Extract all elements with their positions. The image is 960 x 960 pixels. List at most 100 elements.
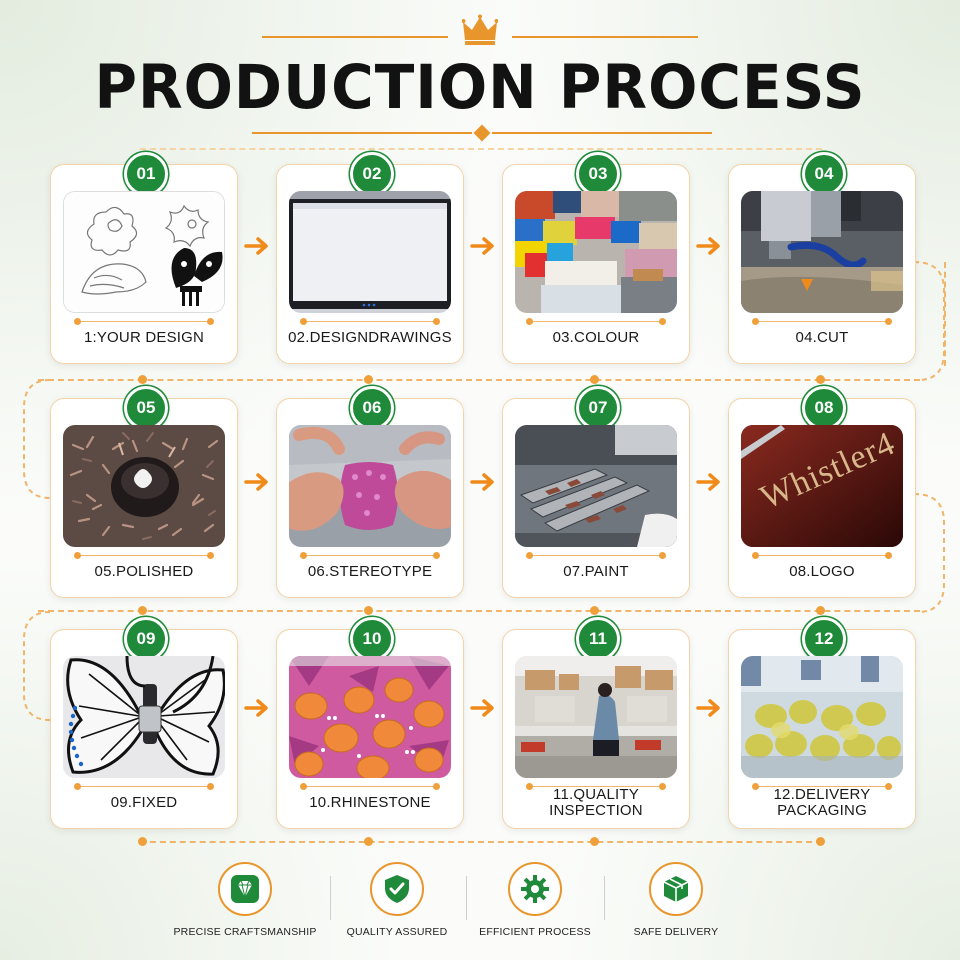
connector-dot [138, 375, 147, 384]
connector-right-1 [944, 262, 946, 366]
card-divider [300, 782, 440, 790]
step-number-badge: 08 [802, 386, 846, 430]
connector-dot [364, 375, 373, 384]
step-card-01: 01 1:YOUR DESIGN [50, 152, 238, 364]
step-label: 03.COLOUR [552, 329, 640, 346]
feature-icon-circle [508, 862, 562, 916]
step-label: 07.PAINT [563, 563, 629, 580]
cnc-cutting-image [741, 191, 903, 313]
connector-dot [816, 375, 825, 384]
step-label: 02.DESIGNDRAWINGS [288, 329, 452, 346]
design-drawing-screen-image [289, 191, 451, 313]
step-number-badge: 09 [124, 617, 168, 661]
feature-divider [604, 876, 605, 920]
step-card-11: 11 11.QUALITY INSPECTION [502, 617, 690, 829]
arrow-right-icon [244, 699, 268, 717]
card-divider [752, 551, 892, 559]
step-number-badge: 04 [802, 152, 846, 196]
connector-dot [816, 606, 825, 615]
card-divider [526, 317, 666, 325]
header-rule-left [262, 36, 448, 38]
connector-dot [138, 837, 147, 846]
polishing-media-image [63, 425, 225, 547]
step-number-badge: 07 [576, 386, 620, 430]
butterfly-fixture-image [63, 656, 225, 778]
crown-icon [462, 14, 498, 45]
feature-quality-assured: QUALITY ASSURED [322, 862, 472, 938]
step-number-badge: 11 [576, 617, 620, 661]
header-rule-bottom-left [252, 132, 472, 134]
connector-row1-bottom [38, 379, 920, 381]
step-label: 11.QUALITY INSPECTION [507, 787, 685, 819]
step-label: 05.POLISHED [94, 563, 194, 580]
card-divider [526, 782, 666, 790]
acrylic-colour-sheets-image [515, 191, 677, 313]
card-divider [752, 317, 892, 325]
step-number-badge: 10 [350, 617, 394, 661]
step-card-03: 03 03.COLOUR [502, 152, 690, 364]
step-label: 1:YOUR DESIGN [83, 329, 205, 346]
feature-label: EFFICIENT PROCESS [479, 926, 591, 938]
step-label: 04.CUT [795, 329, 849, 346]
arrow-right-icon [244, 237, 268, 255]
stereotype-shaping-image [289, 425, 451, 547]
step-card-09: 09 09.FIXED [50, 617, 238, 829]
arrow-right-icon [470, 473, 494, 491]
rhinestone-application-image [289, 656, 451, 778]
header-diamond [473, 124, 491, 142]
step-card-10: 10 10.RHINESTONE [276, 617, 464, 829]
feature-safe-delivery: SAFE DELIVERY [601, 862, 751, 938]
diamond-icon [231, 875, 259, 903]
connector-dot [138, 606, 147, 615]
step-card-04: 04 04.CUT [728, 152, 916, 364]
connector-row0-top [140, 148, 822, 150]
feature-icon-circle [370, 862, 424, 916]
card-divider [752, 782, 892, 790]
step-label: 12.DELIVERY PACKAGING [733, 787, 911, 819]
card-divider [74, 551, 214, 559]
step-label-line: 12.DELIVERY [773, 786, 871, 803]
step-number-badge: 05 [124, 386, 168, 430]
paint-booth-image [515, 425, 677, 547]
step-card-07: 07 07.PAINT [502, 386, 690, 598]
connector-dot [590, 606, 599, 615]
feature-precise-craftsmanship: PRECISE CRAFTSMANSHIP [170, 862, 320, 938]
step-number-badge: 02 [350, 152, 394, 196]
header-rule-bottom-right [492, 132, 712, 134]
step-label-line: PACKAGING [777, 802, 867, 819]
step-number-badge: 06 [350, 386, 394, 430]
step-card-12: 12 12.DELIVERY PACKAGING [728, 617, 916, 829]
connector-dot [590, 375, 599, 384]
feature-label: QUALITY ASSURED [346, 926, 448, 938]
feature-divider [330, 876, 331, 920]
connector-row3-bottom [140, 841, 822, 843]
step-label: 06.STEREOTYPE [307, 563, 433, 580]
header-rule-right [512, 36, 698, 38]
arrow-right-icon [470, 699, 494, 717]
card-divider [526, 551, 666, 559]
step-card-05: 05 05.POLISHED [50, 386, 238, 598]
connector-curve [23, 611, 51, 721]
card-divider [74, 317, 214, 325]
delivery-packaging-image [741, 656, 903, 778]
card-divider [300, 551, 440, 559]
step-label: 09.FIXED [110, 794, 178, 811]
shield-check-icon [385, 875, 409, 903]
step-card-02: 02 02.DESIGNDRAWINGS [276, 152, 464, 364]
step-number-badge: 03 [576, 152, 620, 196]
arrow-right-icon [244, 473, 268, 491]
feature-label: PRECISE CRAFTSMANSHIP [173, 926, 317, 938]
logo-engraving-image: Whistler4 [741, 425, 903, 547]
feature-icon-circle [218, 862, 272, 916]
step-label: 08.LOGO [789, 563, 855, 580]
step-card-06: 06 06.STEREOTYPE [276, 386, 464, 598]
feature-divider [466, 876, 467, 920]
feature-icon-circle [649, 862, 703, 916]
step-card-08: 08 Whistler4 08.LOGO [728, 386, 916, 598]
card-divider [74, 782, 214, 790]
arrow-right-icon [696, 473, 720, 491]
card-divider [300, 317, 440, 325]
connector-dot [364, 837, 373, 846]
feature-efficient-process: EFFICIENT PROCESS [460, 862, 610, 938]
connector-curve [23, 379, 51, 499]
